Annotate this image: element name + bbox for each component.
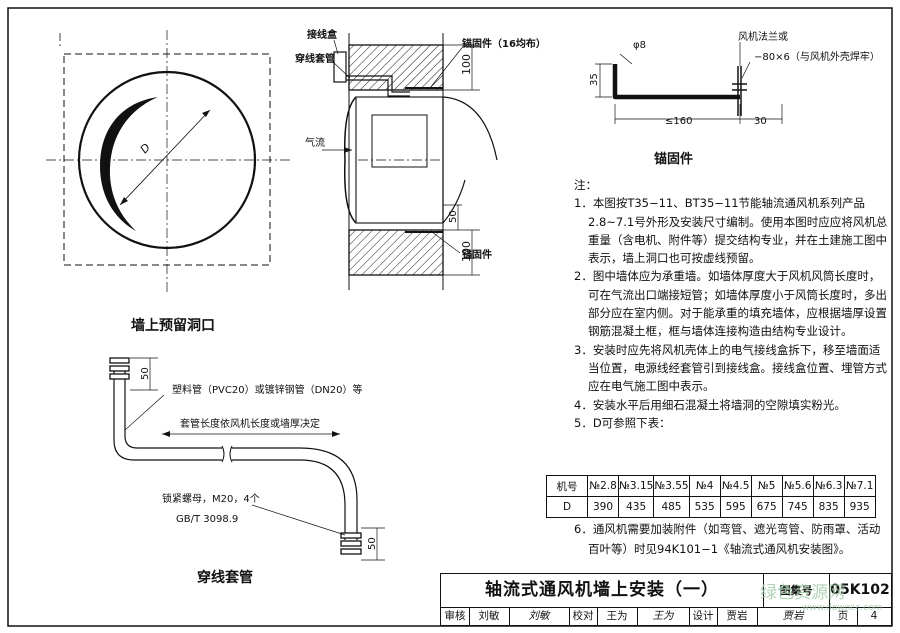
reviewer-name: 刘敏 xyxy=(469,607,510,625)
note-1-line-1: 1．本图按T35−11、BT35−11节能轴流通风机系列产品 xyxy=(574,196,866,211)
title-block: 轴流式通风机墙上安装（一） 图集号 05K102 审核 刘敏 刘敏 校对 王为 … xyxy=(440,573,892,626)
d-table-cell: №4 xyxy=(688,475,721,497)
dim-160-label: ≤160 xyxy=(665,116,692,127)
note-3-line-1: 3．安装时应先将风机壳体上的电气接线盒拆下，移至墙面适 xyxy=(574,342,881,357)
flat-steel-label: −80×6（与风机外壳焊牢） xyxy=(754,50,880,63)
airflow-label: 气流 xyxy=(305,136,325,149)
note-4: 4．安装水平后用细石混凝土将墙洞的空隙填实粉光。 xyxy=(574,397,846,412)
d-table-cell: 595 xyxy=(719,496,752,518)
wall-section-bottom xyxy=(348,229,444,276)
conduit-view: 50 50 塑料管（PVC20）或镀锌钢管（DN20）等 套管长度依风机长度或墙… xyxy=(109,357,385,586)
sleeve-length-note: 套管长度依风机长度或墙厚决定 xyxy=(180,417,320,430)
phi8-label: φ8 xyxy=(633,40,646,51)
watermark-text: 绿色资源网 xyxy=(760,583,845,603)
note-2-line-4: 钢筋混凝土框，框与墙体连接构造由结构专业设计。 xyxy=(588,324,853,339)
d-table-cell: №7.1 xyxy=(843,475,876,497)
d-table-cell: №2.8 xyxy=(587,475,619,497)
anchor-bottom-label: 锚固件 xyxy=(462,248,492,261)
d-table-cell: 485 xyxy=(653,496,690,518)
d-table-cell: №5 xyxy=(750,475,783,497)
page-label: 页 xyxy=(829,607,858,625)
checker-signature: 王为 xyxy=(637,607,690,625)
d-table-cell: №6.3 xyxy=(812,475,845,497)
locknut-label: 锁紧螺母，M20，4个 xyxy=(162,492,260,505)
note-5: 5．D可参照下表： xyxy=(574,415,671,430)
d-table-cell: №4.5 xyxy=(719,475,752,497)
fan-flange-label: 风机法兰或 xyxy=(738,30,788,43)
note-2-line-3: 部分应在室内侧。对于能承重的填充墙体，应根据墙厚设置 xyxy=(588,306,887,321)
opening-title: 墙上预留洞口 xyxy=(131,317,215,334)
d-table-cell: 机号 xyxy=(546,475,588,497)
notes-block: 注： 1．本图按T35−11、BT35−11节能轴流通风机系列产品 2.8~7.… xyxy=(574,176,890,432)
wall-opening-circle xyxy=(77,70,257,250)
d-table-value-row: D 390 435 485 535 595 675 745 835 935 xyxy=(546,496,876,518)
d-table-cell: №3.15 xyxy=(617,475,655,497)
atlas-label: 图集号 xyxy=(763,574,830,608)
reviewer-signature: 刘敏 xyxy=(509,607,570,625)
wall-section-top xyxy=(348,44,444,91)
anchor-title: 锚固件 xyxy=(654,151,693,167)
section-view: 100 100 50 气流 接线盒 穿线套管 锚固件（16均布） 锚固件 xyxy=(295,28,546,290)
sleeve-label: 穿线套管 xyxy=(295,52,335,65)
opening-hatch xyxy=(100,97,158,231)
atlas-number: 05K102 xyxy=(829,574,891,608)
d-table-cell: 745 xyxy=(781,496,814,518)
note-2-line-1: 2．图中墙体应为承重墙。如墙体厚度大于风机风筒长度时， xyxy=(574,269,881,284)
d-table-cell: 675 xyxy=(750,496,783,518)
d-table-cell: №5.6 xyxy=(781,475,814,497)
dim-50-top: 50 xyxy=(140,367,151,380)
note-2-line-2: 可在气流出口端接短管；如墙体厚度小于风筒长度时，多出 xyxy=(588,287,887,302)
d-table-cell: 835 xyxy=(812,496,845,518)
pipe-note: 塑料管（PVC20）或镀锌钢管（DN20）等 xyxy=(172,383,362,396)
dim-35-label: 35 xyxy=(589,73,600,86)
d-table-cell: 935 xyxy=(843,496,876,518)
d-size-table: 机号 №2.8 №3.15 №3.55 №4 №4.5 №5 №5.6 №6.3… xyxy=(546,475,876,518)
anchor-detail: φ8 35 ≤160 30 风机法兰或 −80×6（与风机外壳焊牢） 锚固件 xyxy=(589,30,880,167)
drawing-title: 轴流式通风机墙上安装（一） xyxy=(441,574,764,608)
review-label: 审核 xyxy=(441,607,470,625)
sheet-border xyxy=(7,7,893,627)
check-label: 校对 xyxy=(569,607,598,625)
dim-100-top: 100 xyxy=(460,54,473,75)
signature-row: 审核 刘敏 刘敏 校对 王为 王为 设计 贾岩 贾岩 页 4 xyxy=(441,607,891,625)
dim-100-bottom: 100 xyxy=(460,241,473,262)
note-6: 6．通风机需要加装附件（如弯管、遮光弯管、防雨罩、活动 百叶等）时见94K101… xyxy=(574,519,894,559)
note-1-line-4: 表示，墙上洞口也可按虚线预留。 xyxy=(588,251,761,266)
page-number: 4 xyxy=(870,610,878,622)
note-3-line-3: 应在电气施工图中表示。 xyxy=(588,379,715,394)
d-table-cell: D xyxy=(546,496,588,518)
note-6-line-2: 百叶等）时见94K101−1《轴流式通风机安装图》。 xyxy=(588,542,851,556)
locknut-std: GB/T 3098.9 xyxy=(176,514,238,525)
design-label: 设计 xyxy=(689,607,718,625)
d-table-cell: 390 xyxy=(587,496,619,518)
d-table-cell: 535 xyxy=(688,496,721,518)
note-6-line-1: 6．通风机需要加装附件（如弯管、遮光弯管、防雨罩、活动 xyxy=(574,522,881,536)
junction-box xyxy=(333,51,347,83)
d-table-header-row: 机号 №2.8 №3.15 №3.55 №4 №4.5 №5 №5.6 №6.3… xyxy=(546,475,876,497)
designer-name: 贾岩 xyxy=(717,607,758,625)
notes-heading: 注： xyxy=(574,178,597,192)
note-1-line-3: 重量（含电机、附件等）提交结构专业，并在土建施工图中 xyxy=(588,232,887,247)
d-table-cell: №3.55 xyxy=(653,475,690,497)
dim-50-bottom: 50 xyxy=(367,537,378,550)
note-1-line-2: 2.8~7.1号外形及安装尺寸编制。使用本图时应应将风机总 xyxy=(588,214,888,229)
designer-signature: 贾岩 xyxy=(757,607,830,625)
anchor-16-label: 锚固件（16均布） xyxy=(462,37,546,50)
diameter-label: D xyxy=(138,141,153,156)
conduit-title: 穿线套管 xyxy=(197,569,253,586)
junction-box-label: 接线盒 xyxy=(307,28,338,41)
dim-30-label: 30 xyxy=(754,116,767,127)
note-3-line-2: 当位置，电源线经套管引到接线盒。接线盒位置、埋管方式 xyxy=(588,360,887,375)
wall-opening-view: D 墙上预留洞口 xyxy=(46,30,290,334)
dim-50-section: 50 xyxy=(448,210,459,223)
watermark-url: www.downcc.com xyxy=(802,603,883,613)
d-table-cell: 435 xyxy=(617,496,655,518)
checker-name: 王为 xyxy=(597,607,638,625)
